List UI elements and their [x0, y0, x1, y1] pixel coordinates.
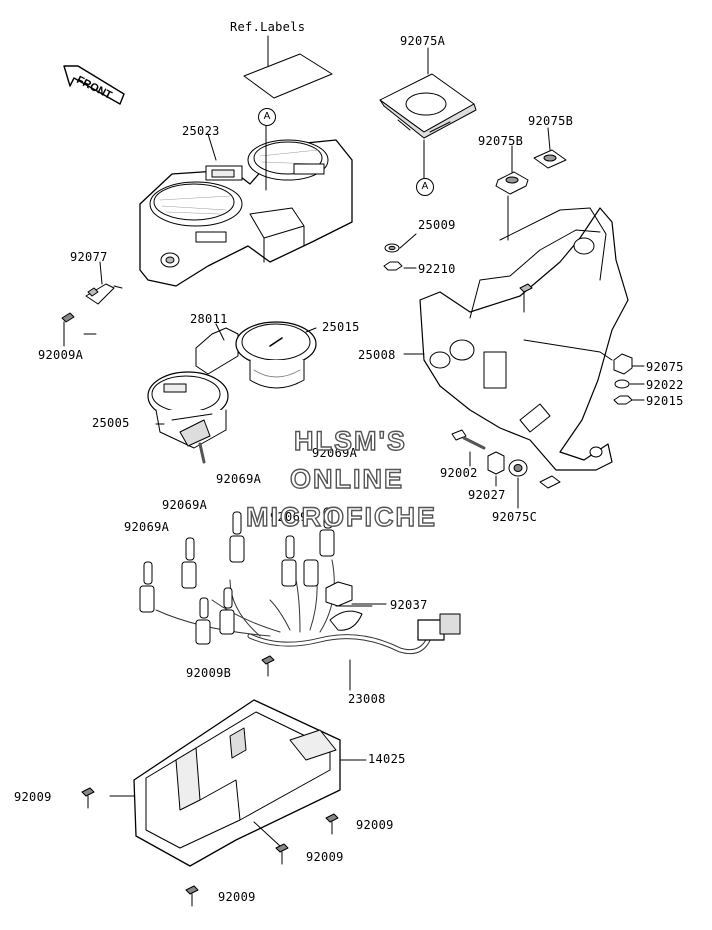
meter-cover-14025 [109, 699, 367, 867]
label-92075a: 92075A [400, 34, 446, 48]
label-25009: 25009 [418, 218, 456, 232]
label-92027: 92027 [468, 488, 506, 502]
front-arrow-icon [63, 65, 125, 105]
label-92009-right-1: 92009 [356, 818, 394, 832]
grommet-92075b [495, 127, 567, 241]
watermark-line3: MICROFICHE [245, 501, 437, 532]
meter-housing-25023 [139, 125, 353, 287]
grommet-92075a [379, 47, 477, 179]
grommet-92075c [508, 459, 528, 509]
label-92069a-3: 92069A [124, 520, 170, 534]
label-92009a: 92009A [38, 348, 84, 362]
speedometer-25005 [147, 371, 229, 464]
label-14025: 14025 [368, 752, 406, 766]
label-92069a-top: 92069A [312, 446, 358, 460]
tachometer-25015 [195, 321, 317, 389]
collar-92027 [487, 451, 505, 487]
label-92075c: 92075C [492, 510, 538, 524]
callout-a-top: A [258, 108, 276, 126]
label-92210: 92210 [418, 262, 456, 276]
wiring-harness-23008 [155, 559, 461, 691]
rubber-92075 [613, 353, 645, 375]
watermark-line1: HLSM'S [293, 425, 407, 456]
label-25008: 25008 [358, 348, 396, 362]
label-28011: 28011 [190, 312, 228, 326]
speedo-gear-92077 [85, 261, 123, 305]
washer-25009 [384, 233, 417, 253]
label-92009b: 92009B [186, 666, 232, 680]
screw-group-92009 [81, 787, 339, 907]
callout-a-grommet: A [416, 178, 434, 196]
label-92022: 92022 [646, 378, 684, 392]
label-25015: 25015 [322, 320, 360, 334]
label-92069a-1: 92069A [216, 472, 262, 486]
nut-92015 [613, 395, 645, 405]
label-92015: 92015 [646, 394, 684, 408]
label-92075b: 92075B [478, 134, 524, 148]
meter-bracket-25008 [403, 207, 629, 489]
label-92002: 92002 [440, 466, 478, 480]
bulb-socket-group [139, 507, 335, 645]
bolt-92002 [451, 429, 486, 467]
label-92009-right-2: 92009 [306, 850, 344, 864]
label-92069a-2: 92069A [162, 498, 208, 512]
screw-92009a [61, 312, 75, 347]
label-92009-left: 92009 [14, 790, 52, 804]
label-23008: 23008 [348, 692, 386, 706]
label-92037: 92037 [390, 598, 428, 612]
leader-lines [83, 333, 373, 607]
label-25023: 25023 [182, 124, 220, 138]
screw-92009b [261, 655, 275, 677]
label-92077: 92077 [70, 250, 108, 264]
label-92075: 92075 [646, 360, 684, 374]
washer-92022 [614, 379, 645, 389]
watermark-line2: ONLINE [289, 463, 405, 494]
label-92009-bottom: 92009 [218, 890, 256, 904]
nut-92210 [383, 261, 417, 271]
label-92069: 92069 [270, 510, 308, 524]
label-ref-labels: Ref.Labels [230, 20, 306, 34]
label-25005: 25005 [92, 416, 130, 430]
ref-labels-sheet [243, 35, 333, 99]
label-92075b-top: 92075B [528, 114, 574, 128]
